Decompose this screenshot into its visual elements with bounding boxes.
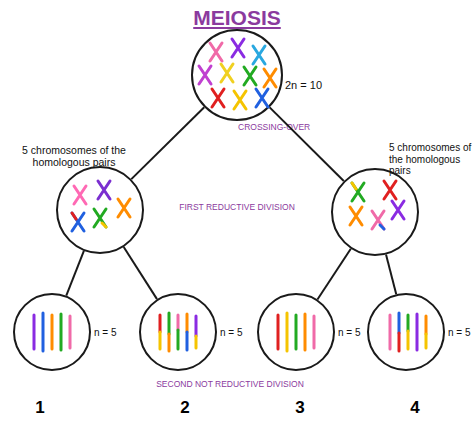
chromatid [177,330,180,349]
cell-circle: n = 5 [367,293,445,371]
cell-label: 5 chromosomes of the homologous pairs [389,142,473,177]
cell-outline [367,293,445,371]
callout-number: 3 [288,398,312,418]
chromosome [234,91,246,109]
cell-circle: n = 5 [13,293,91,371]
chromosome [264,69,276,87]
chromatid [60,314,63,350]
chromatid [398,313,401,333]
division-line [386,255,396,295]
chromosome-group [34,39,426,351]
chromosome [244,67,256,85]
chromatid [168,313,171,334]
chromosome [372,211,384,229]
cell-membrane [192,30,282,120]
chromatid [389,315,392,349]
chromatid [186,332,189,350]
chromosome [212,89,224,107]
crossover-segment [380,225,384,229]
cell-label: n = 5 [94,327,117,339]
cell-outline [191,29,283,121]
division-line [66,251,84,296]
cell-outline [257,293,335,371]
chromatid [42,313,45,351]
chromatid [425,316,428,334]
chromatid [159,315,162,332]
cell-membrane [14,294,90,370]
chromosome [72,213,84,231]
division-line [124,247,157,299]
cell-membrane [57,167,143,253]
division-line [317,249,350,300]
cell-membrane [258,294,334,370]
chromatid [304,314,307,350]
chromatid [425,334,428,348]
chromatid [168,334,171,351]
cell-circle: n = 5 [257,293,335,371]
chromosome [256,89,268,107]
chromatid [177,315,180,330]
stage-label: CROSSING-OVER [238,123,328,133]
chromosome [199,66,211,84]
cell-membrane [332,169,418,255]
stage-label: SECOND NOT REDUCTIVE DIVISION [120,380,340,390]
crossover-segment [352,183,356,189]
diagram-title: MEIOSIS [0,6,474,30]
callout-number: 1 [28,398,52,418]
chromosome [74,186,86,204]
callout-number: 2 [173,398,197,418]
chromatid [159,332,162,349]
cell-label: n = 5 [338,327,361,339]
chromosome [94,209,106,227]
chromatid [277,315,280,349]
chromosome [350,207,362,225]
chromosome [98,181,110,199]
chromatid [407,315,410,331]
cell-outline [139,293,217,371]
chromatid [295,315,298,349]
chromosome [221,64,233,82]
cell-circle: n = 5 [139,293,217,371]
chromosome [232,39,244,57]
chromosome [118,199,130,217]
cell-outline [56,166,144,254]
chromatid [33,315,36,349]
chromosome [352,183,364,201]
cell-outline [13,293,91,371]
cell-label: n = 5 [448,327,471,339]
crossover-segment [72,213,76,219]
crossover-segment [102,223,106,227]
cell-circle: 5 chromosomes of the homologous pairs [331,168,419,256]
chromatid [186,314,189,332]
division-line [131,107,204,179]
cell-membrane [368,294,444,370]
chromosome [392,201,404,219]
cell-label: 2n = 10 [285,79,322,92]
chromatid [416,314,419,350]
callout-number: 4 [403,398,427,418]
chromatid [286,313,289,351]
stage-label: FIRST REDUCTIVE DIVISION [167,203,307,213]
division-line [270,107,344,181]
cell-circle: 5 chromosomes of the homologous pairs [56,166,144,254]
cell-label: 5 chromosomes of the homologous pairs [18,144,130,168]
chromatid [195,336,198,348]
chromatid [398,333,401,351]
chromatid [195,316,198,336]
chromosome [384,181,396,199]
chromatid [313,316,316,348]
cell-membrane [140,294,216,370]
chromatid [407,331,410,349]
chromosome [210,43,222,61]
chromosome [253,46,265,64]
cell-outline [331,168,419,256]
chromatid [51,315,54,349]
cell-circle: 2n = 10 [191,29,283,121]
cell-label: n = 5 [220,327,243,339]
chromatid [69,316,72,348]
